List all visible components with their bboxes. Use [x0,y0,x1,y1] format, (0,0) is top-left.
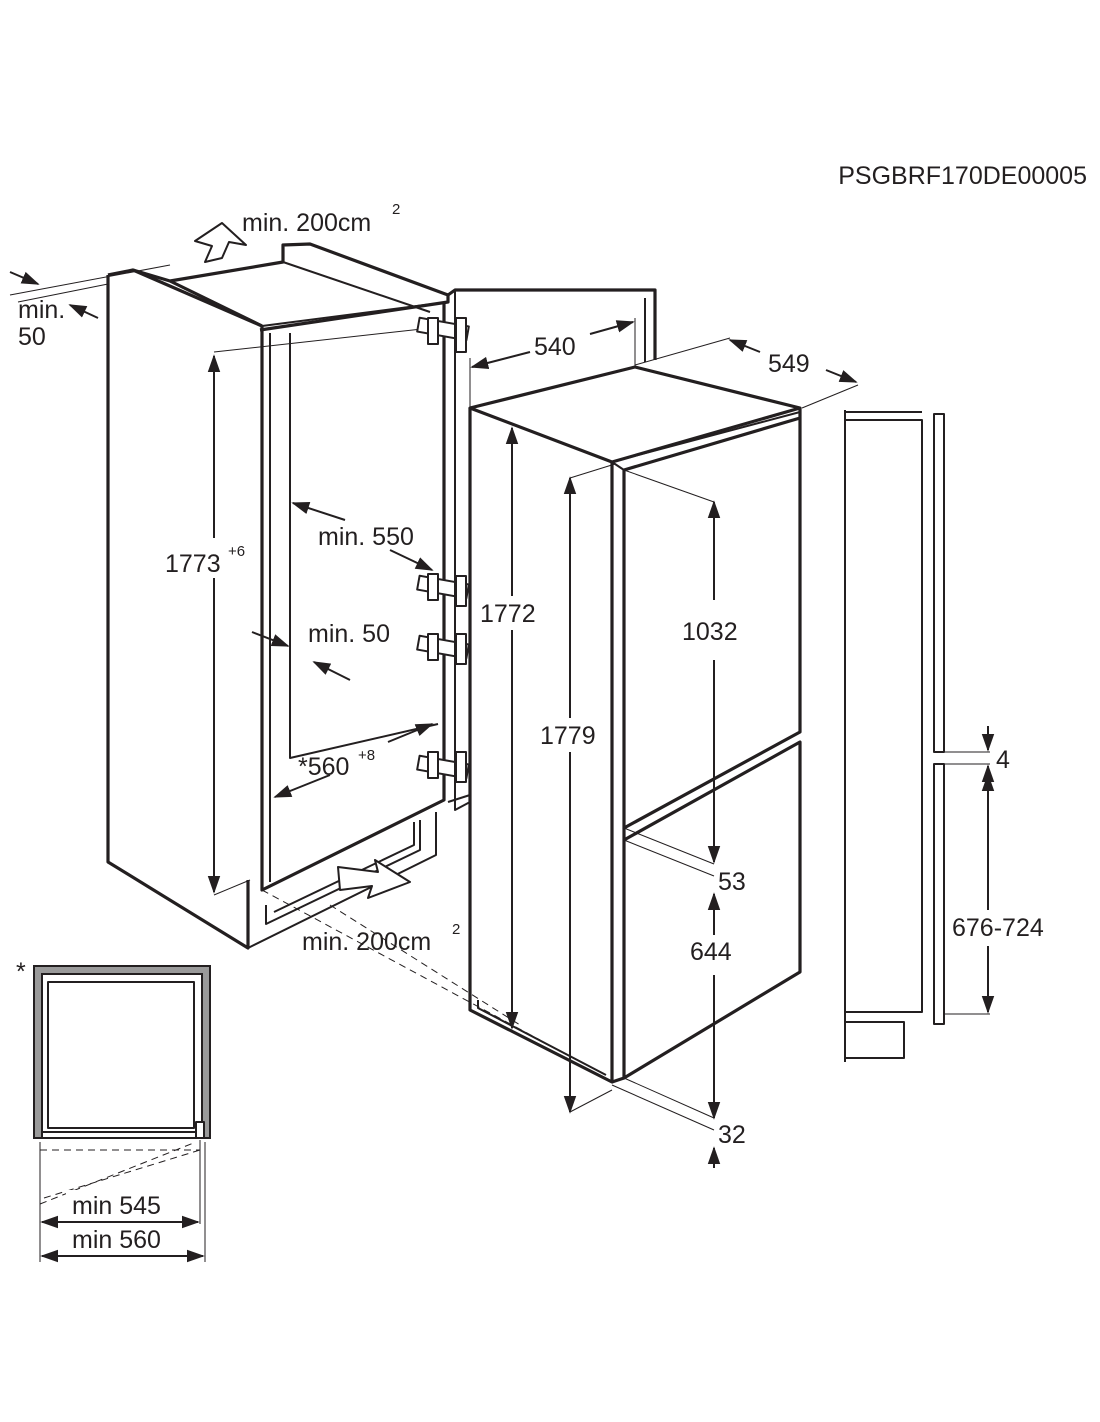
top-vent-label: min. 200cm 2 [242,201,400,237]
plan-view: * min 545 min 560 [16,958,211,1263]
upper-door-value: 1032 [682,618,738,646]
bottom-vent-arrow-icon [337,859,411,899]
footnote-marker: * [16,958,26,986]
bottom-vent-label: min. 200cm 2 [302,921,460,956]
rear-gap-label: min. [18,296,65,324]
vent-gap-label: min. 50 [308,620,390,648]
document-code: PSGBRF170DE00005 [838,162,1087,190]
side-gap-value: 4 [996,746,1010,774]
svg-text:2: 2 [452,921,460,938]
top-vent-arrow-icon [194,222,247,263]
door-total-value: 1779 [540,722,596,750]
rear-gap-value: 50 [18,323,46,351]
plan-min-outer: min 560 [72,1226,161,1254]
lower-door-value: 644 [690,938,732,966]
niche-door-panel [447,288,657,811]
appliance-height-value: 1772 [480,600,536,628]
svg-text:min. 200cm: min. 200cm [242,209,371,237]
bottom-offset-value: 32 [718,1121,746,1149]
svg-text:min. 200cm: min. 200cm [302,928,431,956]
appliance-depth-value: 549 [768,350,810,378]
niche-height-tolerance: +6 [228,543,245,560]
niche-cabinet [9,242,541,1041]
niche-width-value: *560 [298,753,349,781]
niche-height-value: 1773 [165,550,221,578]
appliance-width-value: 540 [534,333,576,361]
door-gap-value: 53 [718,868,746,896]
side-range-value: 676-724 [952,914,1044,942]
svg-text:2: 2 [392,201,400,218]
side-profile [844,410,945,1062]
niche-width-tolerance: +8 [358,747,375,764]
plan-min-inner: min 545 [72,1192,161,1220]
depth-min-label: min. 550 [318,523,414,551]
